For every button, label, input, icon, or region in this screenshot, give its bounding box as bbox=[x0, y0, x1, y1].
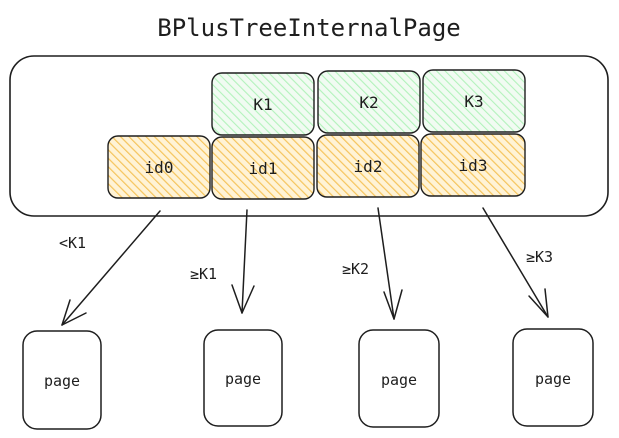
edge-label-ge-k3: ≥K3 bbox=[526, 248, 553, 266]
page-label: page bbox=[44, 372, 80, 390]
arrow-id0-to-page1 bbox=[61, 210, 161, 326]
id-label: id2 bbox=[354, 157, 383, 176]
key-cell-k3: K3 bbox=[422, 69, 526, 133]
arrow-id2-to-page3 bbox=[377, 207, 403, 320]
child-page-4: page bbox=[512, 328, 594, 427]
edge-label-ge-k2: ≥K2 bbox=[342, 260, 369, 278]
diagram-title: BPlusTreeInternalPage bbox=[157, 14, 460, 42]
id-cell-id1: id1 bbox=[211, 136, 315, 200]
page-label: page bbox=[381, 371, 417, 389]
id-cell-id2: id2 bbox=[316, 134, 420, 198]
page-label: page bbox=[225, 370, 261, 388]
arrow-id1-to-page2 bbox=[231, 209, 255, 314]
id-label: id1 bbox=[249, 159, 278, 178]
key-label: K2 bbox=[359, 93, 378, 112]
child-page-1: page bbox=[22, 330, 102, 430]
child-page-3: page bbox=[358, 329, 440, 428]
edge-label-lt-k1: <K1 bbox=[59, 234, 86, 252]
arrow-id3-to-page4 bbox=[482, 207, 549, 318]
key-label: K1 bbox=[253, 95, 272, 114]
key-cell-k1: K1 bbox=[211, 72, 315, 136]
page-label: page bbox=[535, 370, 571, 388]
id-label: id3 bbox=[459, 156, 488, 175]
id-cell-id0: id0 bbox=[107, 135, 211, 199]
internal-page-container bbox=[9, 55, 609, 217]
child-page-2: page bbox=[203, 329, 283, 427]
edge-label-ge-k1: ≥K1 bbox=[190, 265, 217, 283]
id-cell-id3: id3 bbox=[420, 133, 526, 197]
id-label: id0 bbox=[145, 158, 174, 177]
key-label: K3 bbox=[464, 92, 483, 111]
key-cell-k2: K2 bbox=[317, 70, 421, 134]
